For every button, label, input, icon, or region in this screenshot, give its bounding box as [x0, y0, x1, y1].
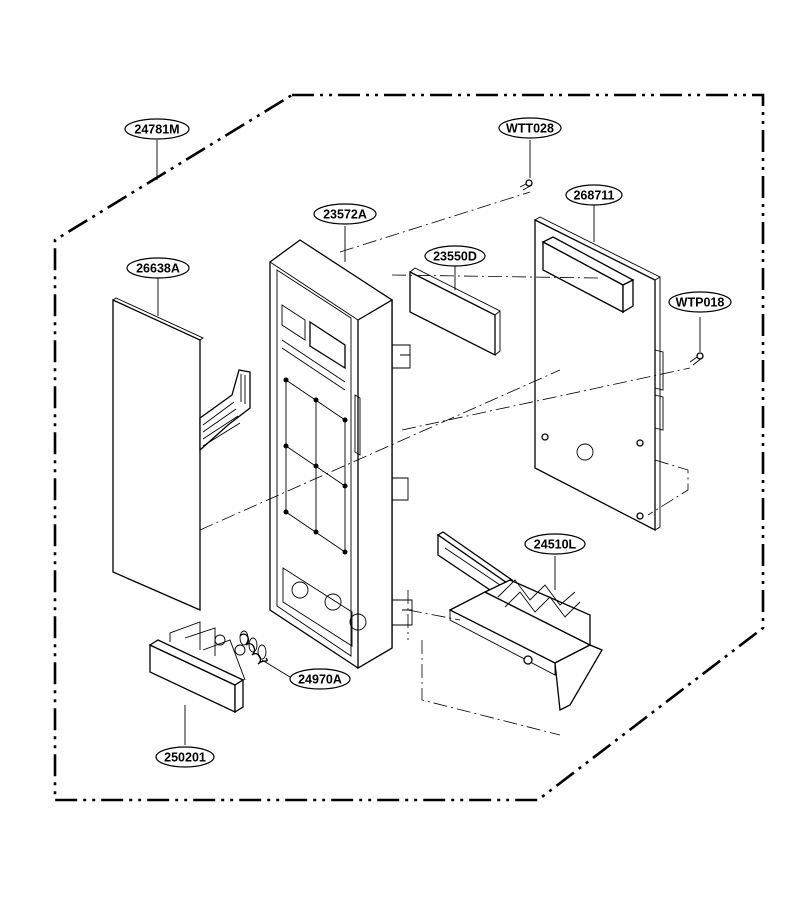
membrane-sheet [112, 297, 251, 611]
part-number-text: WTT028 [506, 122, 554, 136]
part-label-window: 23550D [424, 245, 486, 267]
part-number-text: 24781M [134, 123, 179, 137]
button-part [148, 621, 246, 714]
label-bubble [565, 184, 623, 206]
part-label-spring: 24970A [289, 668, 351, 690]
part-label-control-panel: 23572A [313, 203, 377, 225]
part-label-frame: 24781M [124, 118, 190, 140]
part-number-text: 24970A [298, 673, 342, 687]
part-label-pcb: 268711 [565, 184, 623, 206]
part-number-text: 23550D [433, 250, 477, 264]
part-number-text: 250201 [164, 751, 206, 765]
spring-part [239, 630, 268, 665]
assembly-boundary [53, 93, 765, 802]
latch-lever-part [436, 531, 603, 712]
part-label-membrane: 26638A [126, 257, 190, 279]
part-number-text: 268711 [573, 189, 614, 203]
control-panel-body [269, 239, 413, 670]
label-bubble [313, 203, 377, 225]
screw-top-part [519, 179, 533, 191]
screw-right-part [689, 352, 704, 366]
label-bubble [126, 257, 190, 279]
part-number-text: 26638A [136, 262, 180, 276]
label-bubble [524, 533, 586, 555]
part-label-screw-right: WTP018 [668, 291, 732, 313]
alignment-lines [199, 191, 691, 736]
label-bubble [668, 291, 732, 313]
label-bubble [124, 118, 190, 140]
part-label-button: 250201 [155, 746, 215, 768]
part-number-text: 23572A [323, 208, 367, 222]
label-bubble [155, 746, 215, 768]
label-bubble [424, 245, 486, 267]
label-bubble [289, 668, 351, 690]
part-number-text: WTP018 [676, 296, 725, 310]
part-label-latch-lever: 24510L [524, 533, 586, 555]
display-window [409, 267, 501, 357]
part-number-text: 24510L [534, 538, 577, 552]
part-label-screw-top: WTT028 [498, 117, 562, 139]
circuit-board [534, 216, 664, 532]
label-bubble [498, 117, 562, 139]
